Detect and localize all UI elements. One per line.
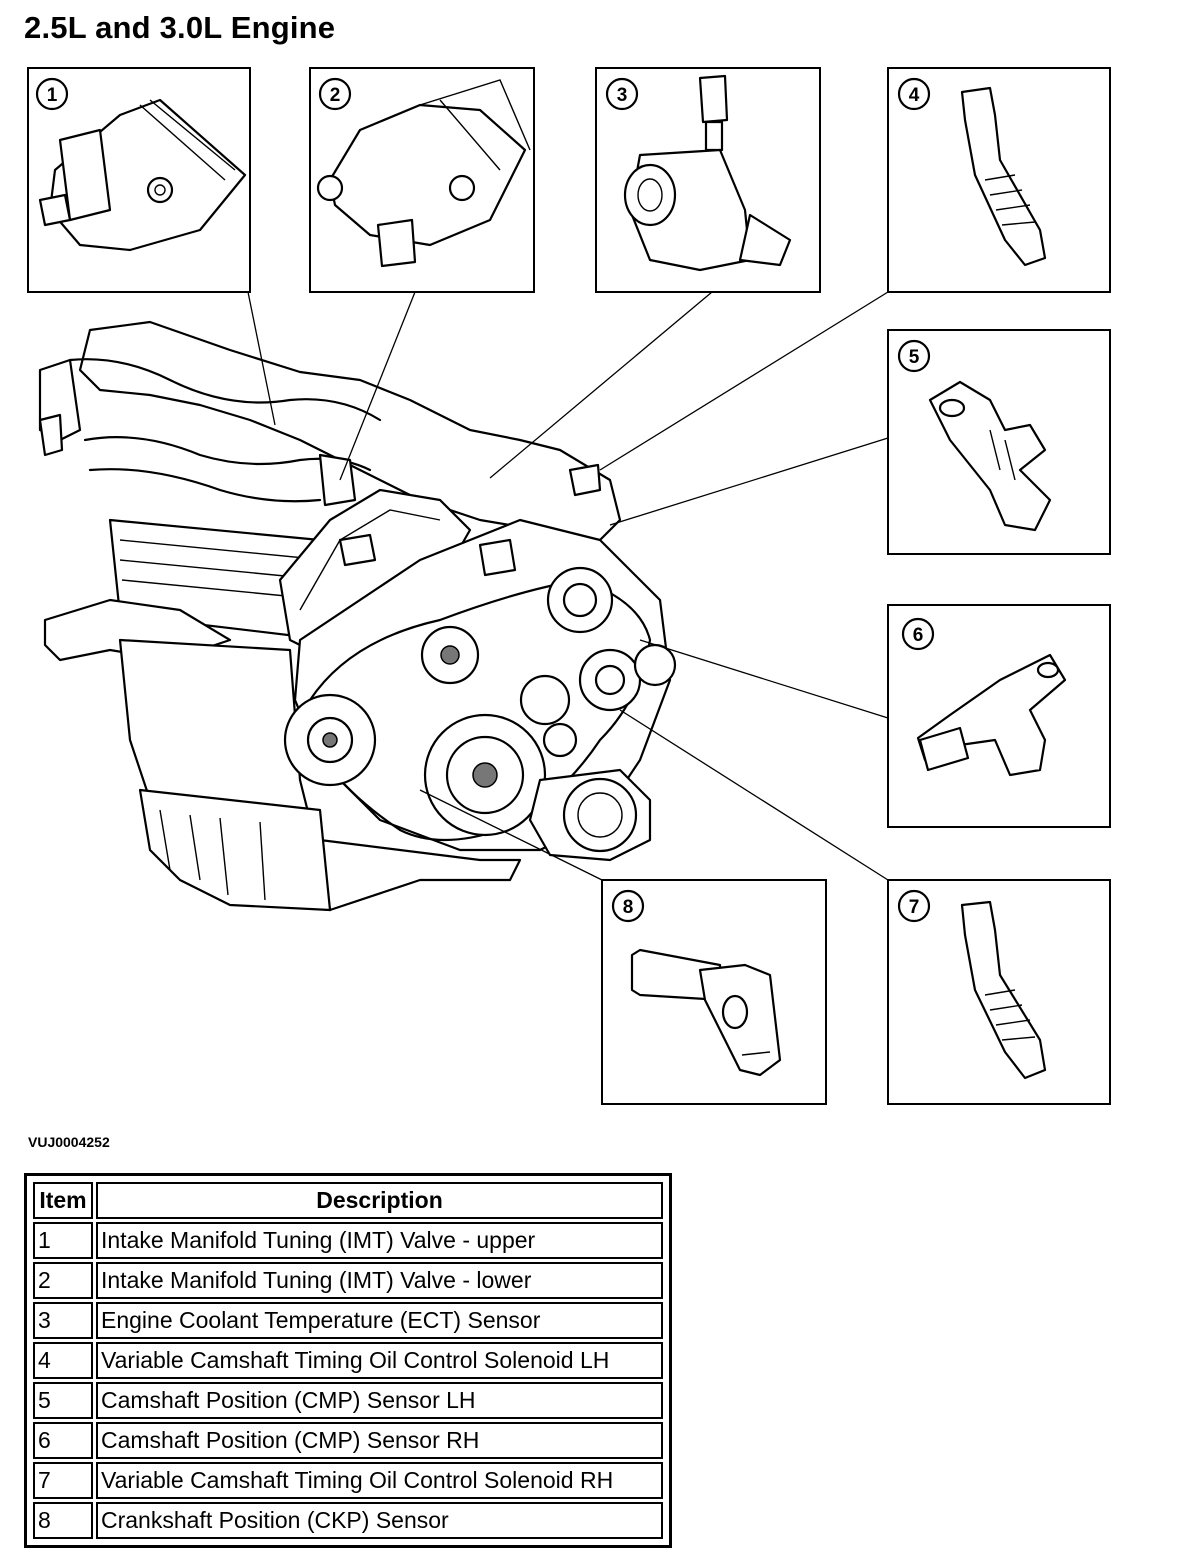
callout-circle-4 [897,77,931,111]
table-row: 1 Intake Manifold Tuning (IMT) Valve - u… [33,1222,663,1259]
row-item: 7 [33,1462,93,1499]
table-row: 6 Camshaft Position (CMP) Sensor RH [33,1422,663,1459]
column-header-description: Description [96,1182,663,1219]
callout-circle-2 [318,77,352,111]
callout-circle-1 [35,77,69,111]
table-row: 4 Variable Camshaft Timing Oil Control S… [33,1342,663,1379]
component-box-3: 3 [595,67,821,293]
row-description: Variable Camshaft Timing Oil Control Sol… [96,1462,663,1499]
row-item: 8 [33,1502,93,1539]
callout-5: 5 [909,347,920,368]
component-box-2: 2 [309,67,535,293]
row-item: 1 [33,1222,93,1259]
callout-2: 2 [330,85,341,106]
callout-4: 4 [909,85,920,106]
row-description: Intake Manifold Tuning (IMT) Valve - low… [96,1262,663,1299]
legend-table-frame: Item Description 1 Intake Manifold Tunin… [24,1173,672,1548]
callout-circle-8 [611,889,645,923]
callout-circle-7 [897,889,931,923]
row-description: Intake Manifold Tuning (IMT) Valve - upp… [96,1222,663,1259]
callout-circle-5 [897,339,931,373]
leader-lines [247,291,889,881]
row-item: 6 [33,1422,93,1459]
row-description: Variable Camshaft Timing Oil Control Sol… [96,1342,663,1379]
table-row: 3 Engine Coolant Temperature (ECT) Senso… [33,1302,663,1339]
component-box-6: 6 [887,604,1111,828]
callout-circle-3 [605,77,639,111]
row-item: 3 [33,1302,93,1339]
row-item: 4 [33,1342,93,1379]
callout-8: 8 [623,897,634,918]
row-item: 2 [33,1262,93,1299]
row-description: Engine Coolant Temperature (ECT) Sensor [96,1302,663,1339]
table-row: 2 Intake Manifold Tuning (IMT) Valve - l… [33,1262,663,1299]
component-box-8: 8 [601,879,827,1105]
column-header-item: Item [33,1182,93,1219]
legend-table: Item Description 1 Intake Manifold Tunin… [30,1179,666,1542]
table-header-row: Item Description [33,1182,663,1219]
page-title: 2.5L and 3.0L Engine [24,10,336,45]
figure-id: VUJ0004252 [28,1134,110,1150]
table-row: 5 Camshaft Position (CMP) Sensor LH [33,1382,663,1419]
callout-circle-6 [901,617,935,651]
engine-diagram: 1 2 3 4 [27,67,1111,1105]
row-description: Crankshaft Position (CKP) Sensor [96,1502,663,1539]
component-box-5: 5 [887,329,1111,555]
callout-1: 1 [47,85,58,106]
callout-6: 6 [913,625,924,646]
row-description: Camshaft Position (CMP) Sensor LH [96,1382,663,1419]
table-row: 8 Crankshaft Position (CKP) Sensor [33,1502,663,1539]
engine-illustration [38,320,677,912]
callout-7: 7 [909,897,920,918]
table-row: 7 Variable Camshaft Timing Oil Control S… [33,1462,663,1499]
row-description: Camshaft Position (CMP) Sensor RH [96,1422,663,1459]
component-box-4: 4 [887,67,1111,293]
component-box-7: 7 [887,879,1111,1105]
callout-3: 3 [617,85,628,106]
component-box-1: 1 [27,67,251,293]
row-item: 5 [33,1382,93,1419]
